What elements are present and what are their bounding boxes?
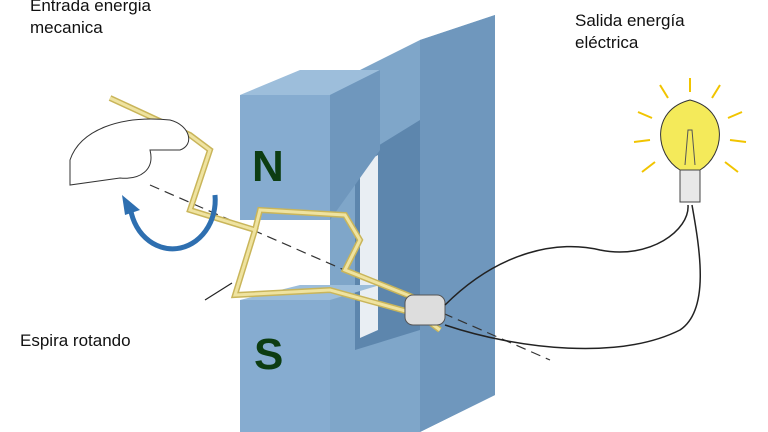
slip-rings bbox=[404, 294, 446, 326]
output-wire bbox=[444, 204, 689, 306]
rotating-loop-label: Espira rotando bbox=[20, 331, 131, 350]
output-energy-line2: eléctrica bbox=[575, 33, 639, 52]
magnet bbox=[240, 15, 495, 432]
rotation-axis bbox=[149, 184, 551, 361]
loop-pointer-arrow bbox=[204, 282, 233, 301]
light-bulb-icon bbox=[633, 78, 747, 203]
output-energy-line1: Salida energía bbox=[575, 11, 685, 30]
rotation-arrow-icon bbox=[127, 194, 218, 252]
north-pole-label: N bbox=[252, 142, 284, 191]
input-energy-line2: mecanica bbox=[30, 18, 103, 37]
south-pole-label: S bbox=[254, 330, 284, 379]
input-energy-label: Entrada energia mecanica bbox=[30, 0, 151, 39]
input-energy-line1: Entrada energia bbox=[30, 0, 151, 15]
output-energy-label: Salida energía eléctrica bbox=[575, 10, 685, 54]
hand bbox=[69, 118, 190, 186]
